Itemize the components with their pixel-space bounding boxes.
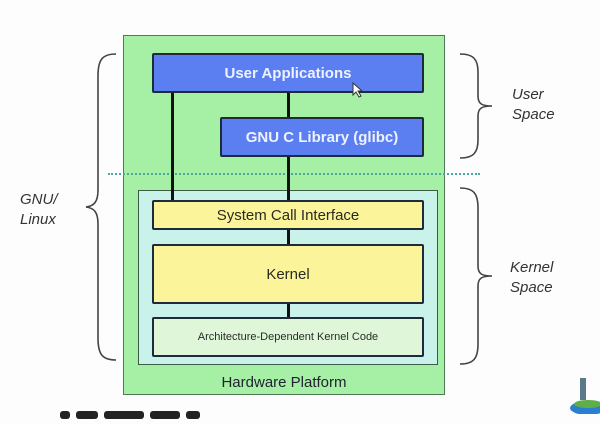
user-space-brace xyxy=(459,53,493,159)
mouse-cursor-icon xyxy=(352,82,364,98)
kernel-space-label: Kernel Space xyxy=(510,258,553,298)
connector-apps-to-glibc xyxy=(287,90,290,118)
cropped-caption xyxy=(60,406,280,419)
arch-dependent-code-label: Architecture-Dependent Kernel Code xyxy=(197,331,379,343)
connector-apps-to-sci xyxy=(171,90,174,202)
glibc-box: GNU C Library (glibc) xyxy=(220,117,424,157)
connector-kernel-to-arch xyxy=(287,300,290,320)
kernel-space-line-2: Space xyxy=(510,279,553,296)
gnu-linux-line-2: Linux xyxy=(20,211,56,228)
user-applications-box: User Applications xyxy=(152,53,424,93)
user-space-line-2: Space xyxy=(512,106,555,123)
corner-logo-icon xyxy=(570,378,600,414)
kernel-label: Kernel xyxy=(266,265,310,283)
connector-glibc-to-sci xyxy=(287,154,290,202)
user-space-label: User Space xyxy=(512,85,555,125)
kernel-space-line-1: Kernel xyxy=(510,259,554,276)
connector-sci-to-kernel xyxy=(287,226,290,248)
arch-dependent-code-box: Architecture-Dependent Kernel Code xyxy=(152,317,424,357)
kernel-space-brace xyxy=(459,187,493,365)
kernel-box: Kernel xyxy=(152,244,424,304)
system-call-interface-label: System Call Interface xyxy=(216,206,360,224)
user-space-line-1: User xyxy=(512,86,544,103)
glibc-label: GNU C Library (glibc) xyxy=(245,128,399,146)
gnu-linux-brace xyxy=(85,53,117,361)
system-call-interface-box: System Call Interface xyxy=(152,200,424,230)
user-kernel-divider xyxy=(108,173,480,175)
user-applications-label: User Applications xyxy=(224,64,352,82)
hardware-platform-label: Hardware Platform xyxy=(221,374,347,391)
gnu-linux-label: GNU/ Linux xyxy=(20,190,58,230)
gnu-linux-line-1: GNU/ xyxy=(20,191,58,208)
